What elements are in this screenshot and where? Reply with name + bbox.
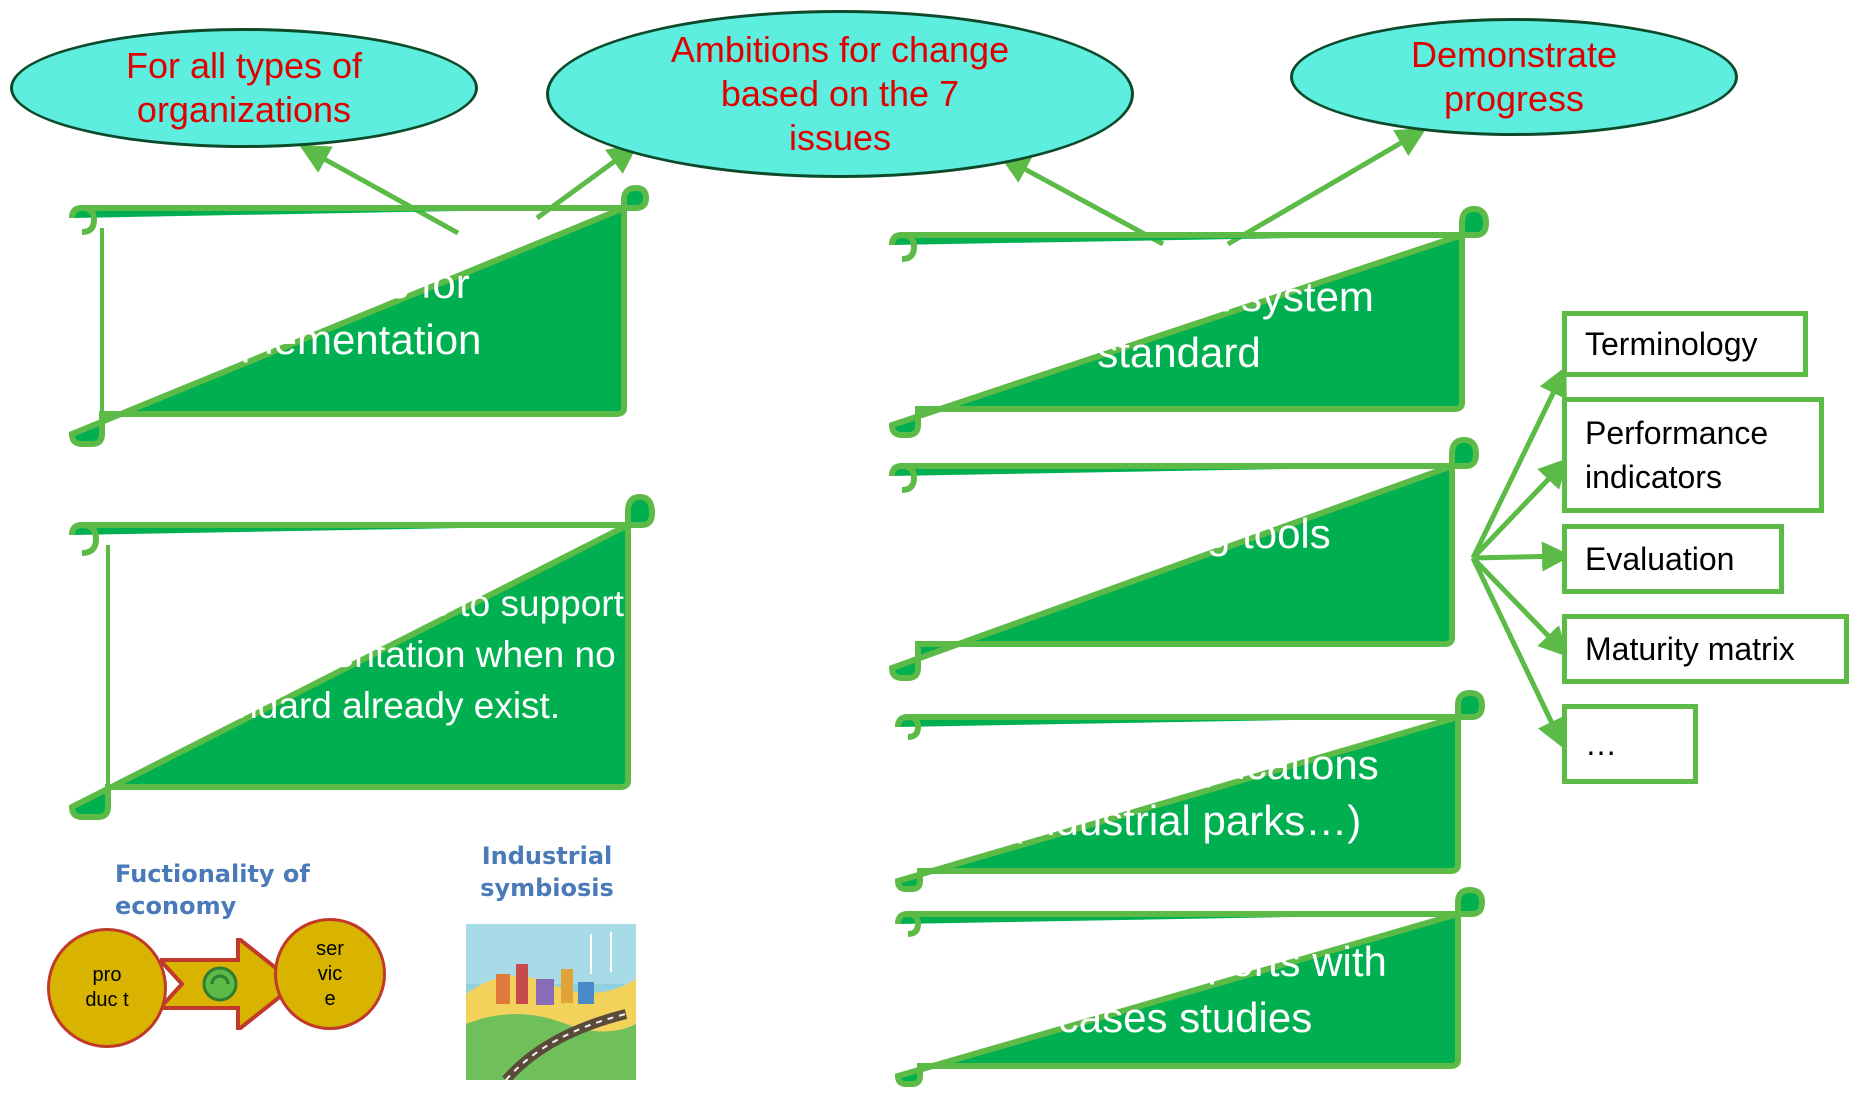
tool-performance-indicators-label: Performance indicators (1585, 415, 1769, 495)
arrow-tools-to-more (1470, 556, 1565, 750)
scroll-sectoral-applications: Sectoral applications (industrial parks…… (890, 689, 1490, 893)
scroll-shape-icon (894, 689, 1486, 892)
scroll-text: Guidance on issues to support their impl… (124, 582, 624, 726)
ellipse-organizations: For all types of organizations (10, 28, 478, 148)
ellipse-progress: Demonstrate progress (1290, 18, 1738, 136)
scroll-shape-icon (894, 886, 1486, 1087)
arrow-tools-to-indicators (1471, 457, 1569, 560)
functionality-arrow-icon (160, 938, 300, 1030)
arrow-tools-to-evaluation (1472, 541, 1572, 572)
tool-terminology-label: Terminology (1585, 326, 1758, 362)
scroll-shape-icon (68, 493, 656, 820)
scroll-text: Technical reports with cases studies (983, 938, 1387, 1041)
tool-evaluation: Evaluation (1562, 524, 1784, 594)
arrow-mss-to-ambitions (999, 155, 1165, 247)
scroll-management-system: Management system standard (884, 205, 1494, 439)
scroll-guidance-issues: Guidance on issues to support their impl… (64, 485, 660, 821)
functionality-caption: Fuctionality of economy (115, 860, 310, 920)
scroll-shape-icon (888, 205, 1490, 438)
tool-more-label: … (1585, 726, 1617, 762)
tool-evaluation-label: Evaluation (1585, 541, 1735, 577)
product-label: pro duc t (85, 964, 129, 1011)
scroll-supporting-tools: Supporting tools (884, 436, 1484, 682)
arrow-tools-to-maturity (1471, 556, 1569, 658)
tool-maturity-matrix: Maturity matrix (1562, 614, 1849, 684)
symbiosis-illustration-icon (466, 924, 636, 1080)
tool-more: … (1562, 704, 1698, 784)
service-label: ser vic e (316, 937, 344, 1010)
arrow-guidances-to-organizations (299, 145, 460, 236)
ellipse-progress-text: Demonstrate progress (1410, 34, 1618, 119)
scroll-shape-icon (68, 184, 650, 447)
ellipse-ambitions-text: Ambitions for change based on the 7 issu… (670, 29, 1010, 158)
scroll-shape-icon (888, 436, 1480, 681)
arrow-tools-to-terminology (1470, 366, 1567, 560)
tool-terminology: Terminology (1562, 311, 1808, 377)
tool-maturity-matrix-label: Maturity matrix (1585, 631, 1795, 667)
ellipse-ambitions: Ambitions for change based on the 7 issu… (546, 10, 1134, 178)
scroll-technical-reports: Technical reports with cases studies (890, 886, 1490, 1090)
ellipse-organizations-text: For all types of organizations (125, 45, 363, 130)
product-circle: pro duc t (47, 928, 167, 1048)
tool-performance-indicators: Performance indicators (1562, 397, 1824, 513)
scroll-text: Sectoral applications (industrial parks…… (991, 741, 1379, 844)
scroll-text: Management system standard (984, 273, 1374, 376)
service-circle: ser vic e (274, 918, 386, 1030)
scroll-text: Supporting tools (1027, 510, 1331, 557)
arrow-mss-to-progress (1226, 127, 1427, 247)
symbiosis-caption: Industrial symbiosis (480, 842, 614, 902)
scroll-guidances-implementation: Guidances for implementation (64, 184, 654, 447)
scroll-text: Guidances for implementation (196, 260, 482, 363)
